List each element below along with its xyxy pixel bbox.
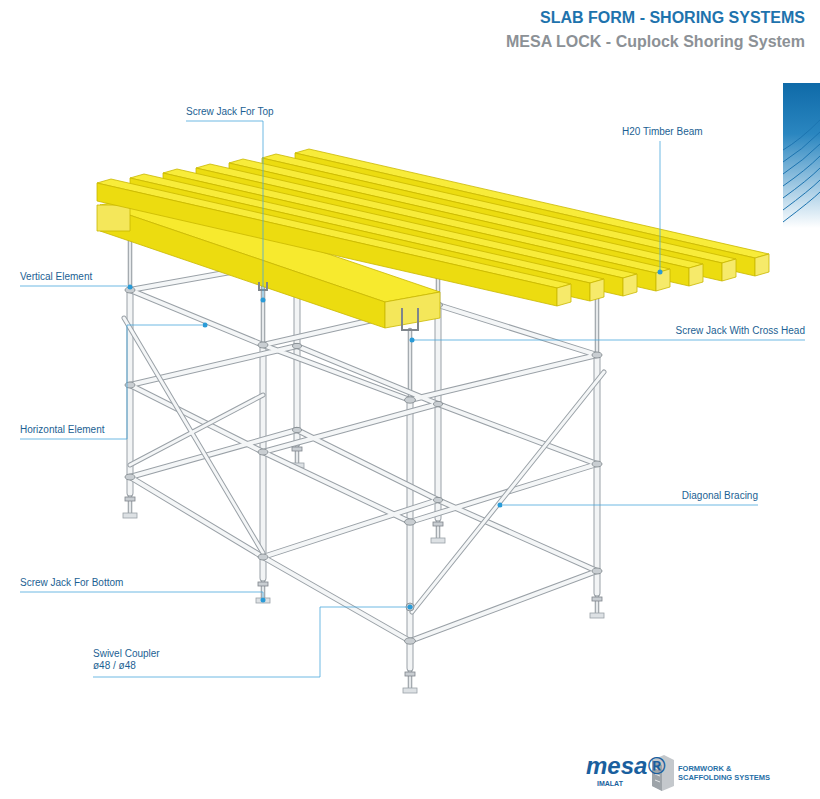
side-tab-part <box>783 120 820 222</box>
h20-timber-beams-part <box>97 179 571 288</box>
diagonal-bracing <box>124 318 604 612</box>
cup-locks-part <box>125 382 135 388</box>
part-label: Screw Jack For Top <box>186 106 274 118</box>
cup-locks-part <box>592 568 602 574</box>
cup-locks-part <box>258 342 268 348</box>
cup-locks-part <box>125 497 135 501</box>
leader-dots-part <box>261 598 266 603</box>
leader-lines-part <box>414 340 805 341</box>
part-label: Swivel Coupler ø48 / ø48 <box>93 648 177 672</box>
cup-locks-part <box>293 427 302 432</box>
cup-locks-part <box>258 554 268 560</box>
part-label: Vertical Element <box>20 271 92 283</box>
h20-timber-beams-part <box>755 254 769 276</box>
part-label: Screw Jack With Cross Head <box>676 325 805 337</box>
h20-timber-beams-part <box>656 269 670 291</box>
cup-locks-part <box>405 638 416 644</box>
brand-logo: mesa® <box>586 752 665 781</box>
side-tab <box>783 83 820 228</box>
diagonal-bracing-part <box>124 318 604 612</box>
cross-beam-part <box>97 205 130 231</box>
h20-timber-beams-part <box>590 279 604 301</box>
h20-timber-beams-part <box>557 284 571 306</box>
cup-locks-part <box>125 474 135 480</box>
h20-timber-beams-part <box>722 259 736 281</box>
diagonal-bracing-part <box>124 318 604 612</box>
leader-dots-part <box>658 270 663 275</box>
h20-timber-beams <box>97 149 769 306</box>
cup-locks-part <box>405 397 416 403</box>
leader-lines-part <box>93 607 413 677</box>
leader-lines-part <box>20 325 202 439</box>
leader-lines-part <box>186 121 263 298</box>
cup-locks-part <box>292 447 302 451</box>
cup-locks-part <box>258 449 268 455</box>
brand-sub: IMALAT <box>597 780 623 788</box>
subtitle: MESA LOCK - Cuplock Shoring System <box>506 32 805 51</box>
h20-timber-beams-part <box>130 174 604 283</box>
h20-timber-beams-part <box>689 264 703 286</box>
base-plates-part <box>403 688 417 693</box>
leader-dots-part <box>498 503 503 508</box>
leader-lines-part <box>660 141 661 270</box>
cup-locks-part <box>258 582 268 586</box>
leader-dots <box>128 270 663 610</box>
cup-locks-part <box>434 497 443 502</box>
cross-head <box>259 282 418 330</box>
cross-beam-part <box>385 292 440 328</box>
part-label: Screw Jack For Bottom <box>20 577 123 589</box>
cup-locks-part <box>592 597 602 601</box>
h20-timber-beams-part <box>97 183 557 306</box>
part-label: H20 Timber Beam <box>622 126 703 138</box>
cup-locks-part <box>405 672 415 676</box>
leader-dots-part <box>408 605 413 610</box>
base-plates-part <box>590 613 604 618</box>
cup-locks-part <box>592 352 602 358</box>
side-tab-part <box>783 83 820 228</box>
leader-dots-part <box>203 323 208 328</box>
leader-dots-part <box>410 338 415 343</box>
leader-lines <box>20 121 805 677</box>
cup-locks-part <box>293 343 302 348</box>
cup-locks-part <box>592 461 602 467</box>
leader-dots-part <box>261 298 266 303</box>
leader-lines-part <box>503 505 758 506</box>
cup-locks-part <box>434 401 443 406</box>
base-plates-part <box>431 538 445 543</box>
cup-locks-part <box>405 519 416 525</box>
part-label: Diagonal Bracing <box>682 490 758 502</box>
brand-tagline: FORMWORK & SCAFFOLDING SYSTEMS <box>678 764 778 782</box>
h20-timber-beams-part <box>623 274 637 296</box>
page-title: SLAB FORM - SHORING SYSTEMS <box>540 8 805 27</box>
base-plates-part <box>256 598 270 603</box>
leader-dots-part <box>128 285 133 290</box>
leader-lines-part <box>20 592 263 597</box>
base-plates-part <box>123 513 137 518</box>
cross-head-part <box>402 308 418 330</box>
cup-locks-part <box>433 522 443 526</box>
part-label: Horizontal Element <box>20 424 104 436</box>
leader-lines-part <box>20 286 127 287</box>
